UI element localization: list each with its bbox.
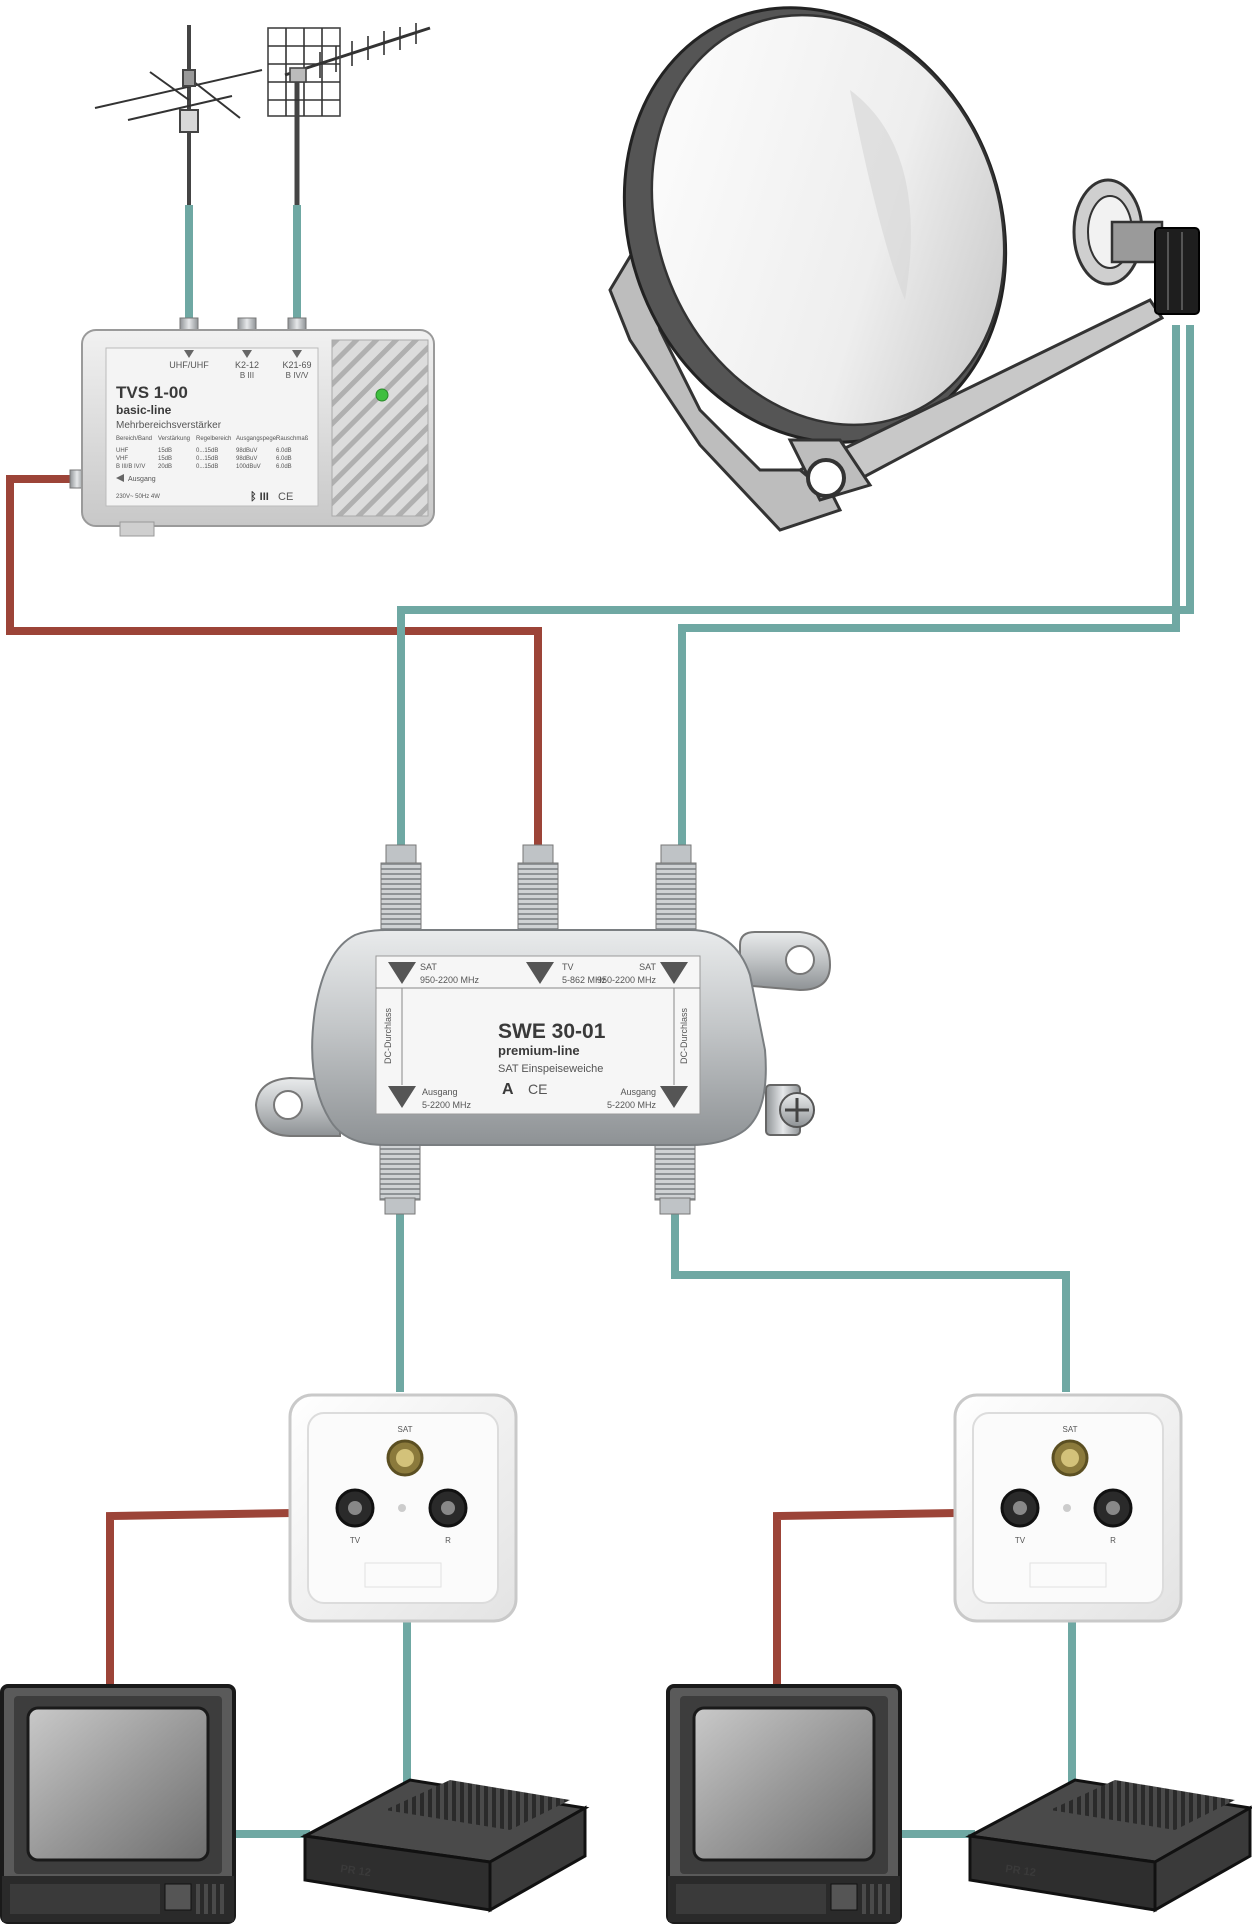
switch-port-arrow [526,962,554,984]
switch-port-label: SAT [639,962,656,972]
rod-antenna [94,25,263,205]
socket-label-sat: SAT [398,1425,413,1434]
amplifier-input-sublabel: B IV/V [286,371,309,380]
dish-reflector [650,13,1006,427]
tv-screen [692,1706,876,1862]
spec-cell: B III/B IV/V [116,464,145,470]
tv-set-right [666,1684,902,1924]
switch-input-connector [517,844,559,932]
switch-port-freq: 5-862 MHz [562,975,607,985]
switch-output-label: Ausgang [620,1087,656,1097]
switch-port-freq: 950-2200 MHz [420,975,480,985]
amplifier-brand: ᛒ III [250,491,269,503]
switch-output-label: Ausgang [422,1087,458,1097]
dish-mount-hole [806,458,846,498]
switch-description: SAT Einspeiseweiche [498,1063,603,1075]
socket-label-tv: TV [1015,1536,1026,1545]
switch-port-arrow [660,962,688,984]
spec-header: Bereich/Band [116,436,152,442]
spec-cell: 6.0dB [276,464,292,470]
switch-side-label: DC-Durchlass [383,1007,393,1064]
switch-output-freq: 5-2200 MHz [607,1100,657,1110]
ce-mark-icon: CE [278,491,293,503]
spec-cell: 0...15dB [196,448,218,454]
spec-cell: 100dBuV [236,464,261,470]
amplifier-tvs-1-00: UHF/UHF K2-12 K21-69 B III B IV/V TVS 1-… [69,317,435,537]
tv-screen [26,1706,210,1862]
switch-mounting-ear [739,931,832,992]
cable-lnb-to-switch-right [678,325,1180,850]
spec-cell: 6.0dB [276,448,292,454]
cable-socket-to-tv-right [773,1508,1021,1690]
tv-set-left [0,1684,236,1924]
spec-cell: 0...15dB [196,456,218,462]
wall-socket-right: SAT TV R [953,1393,1183,1623]
cable-amplifier-to-switch [6,475,542,850]
yagi-antenna [267,23,431,205]
spec-cell: 0...15dB [196,464,218,470]
amplifier-spec-table: Bereich/Band Verstärkung Regelbereich Au… [116,436,309,470]
socket-label-tv: TV [350,1536,361,1545]
amplifier-input-label: K2-12 [235,360,259,370]
spec-cell: 6.0dB [276,456,292,462]
socket-label-sat: SAT [1063,1425,1078,1434]
sat-receiver-left: PR 12 [300,1778,590,1913]
spec-cell: 15dB [158,456,172,462]
cable-switch-to-socket-right [671,1210,1070,1392]
amplifier-vent-grill [331,339,429,517]
switch-port-freq: 950-2200 MHz [597,975,657,985]
amplifier-input-label: K21-69 [282,360,311,370]
multiswitch-swe-30-01: SAT 950-2200 MHz TV 5-862 MHz SAT 950-22… [254,844,832,1215]
receiver-badge: PR 12 [340,1863,372,1879]
socket-label-radio: R [1110,1536,1116,1545]
switch-port-label: SAT [420,962,437,972]
cable-lnb-to-switch-left [397,325,1194,850]
lnb-head [1154,227,1200,315]
cable-socket-to-tv-left [106,1508,356,1690]
wall-socket-left: SAT TV R [288,1393,518,1623]
switch-logo: A [502,1081,514,1098]
amplifier-model: TVS 1-00 [116,383,188,402]
amplifier-description: Mehrbereichsverstärker [116,420,222,431]
spec-cell: UHF [116,448,129,454]
spec-cell: 98dBuV [236,448,257,454]
switch-model: SWE 30-01 [498,1020,606,1043]
spec-cell: 15dB [158,448,172,454]
socket-label-radio: R [445,1536,451,1545]
switch-port-label: TV [562,962,574,972]
satellite-dish [608,6,1200,532]
switch-input-connector [380,844,422,932]
spec-header: Ausgangspegel [236,436,277,442]
spec-cell: 20dB [158,464,172,470]
switch-input-connector [655,844,697,932]
spec-header: Rauschmaß [276,436,309,442]
dish-mount [608,236,843,532]
switch-port-arrow [388,1086,416,1108]
switch-port-arrow [660,1086,688,1108]
receiver-badge: PR 12 [1005,1863,1037,1879]
amplifier-power-rating: 230V~ 50Hz 4W [116,494,160,500]
switch-label-panel [375,955,701,1115]
amplifier-input-label: UHF/UHF [169,360,209,370]
spec-header: Verstärkung [158,436,190,442]
amplifier-line: basic-line [116,403,172,417]
spec-cell: 98dBuV [236,456,257,462]
switch-output-freq: 5-2200 MHz [422,1100,472,1110]
spec-cell: VHF [116,456,128,462]
amplifier-output-label: Ausgang [128,476,156,483]
amplifier-label-panel [105,347,319,507]
ce-mark-icon: CE [528,1081,547,1097]
amplifier-power-led [375,388,389,402]
switch-line: premium-line [498,1043,580,1058]
spec-header: Regelbereich [196,436,231,442]
switch-side-label: DC-Durchlass [679,1007,689,1064]
switch-port-arrow [388,962,416,984]
sat-receiver-right: PR 12 [965,1778,1252,1913]
amplifier-input-sublabel: B III [240,371,254,380]
